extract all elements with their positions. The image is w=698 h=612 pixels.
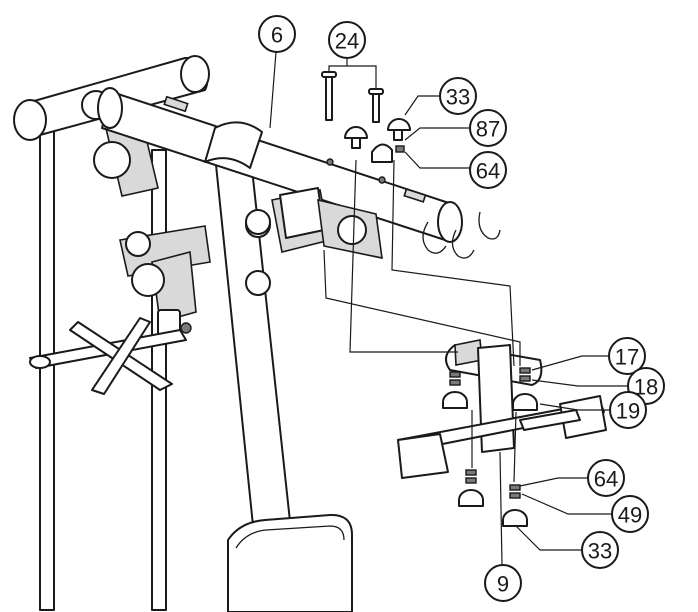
callout-24: 24 (328, 21, 366, 59)
callout-6: 6 (258, 15, 296, 53)
callout-64-bottom: 64 (587, 459, 625, 497)
callout-33-bottom: 33 (581, 531, 619, 569)
top-hardware (344, 118, 411, 163)
callout-49-label: 49 (618, 503, 642, 528)
callout-17: 17 (608, 337, 646, 375)
left-foot-bracket (29, 317, 192, 395)
callout-9-label: 9 (497, 572, 509, 597)
end-hooks (422, 211, 501, 259)
callout-33-top: 33 (439, 77, 477, 115)
main-arm-tube (97, 87, 463, 243)
callout-64-top-label: 64 (476, 159, 500, 184)
callout-49: 49 (611, 495, 649, 533)
callout-33-bottom-label: 33 (588, 539, 612, 564)
callout-17-label: 17 (615, 345, 639, 370)
callout-87-label: 87 (476, 117, 500, 142)
callout-9: 9 (484, 564, 522, 602)
callout-24-label: 24 (335, 29, 359, 54)
lower-bracket (397, 339, 607, 479)
seat-pad (227, 513, 353, 612)
callout-64-top: 64 (469, 151, 507, 189)
callout-33-top-label: 33 (446, 85, 470, 110)
center-pulley-bracket (245, 187, 383, 260)
bottom-right-hardware (502, 367, 538, 527)
callout-87: 87 (469, 109, 507, 147)
leader-lines (269, 51, 628, 566)
bolt-24-pair (321, 71, 384, 123)
bottom-left-hardware (442, 371, 484, 507)
left-pulley-assemblies (93, 111, 211, 339)
callout-6-label: 6 (271, 23, 283, 48)
callout-19-label: 19 (616, 399, 640, 424)
callout-64-bottom-label: 64 (594, 467, 618, 492)
callout-19: 19 (609, 391, 647, 429)
